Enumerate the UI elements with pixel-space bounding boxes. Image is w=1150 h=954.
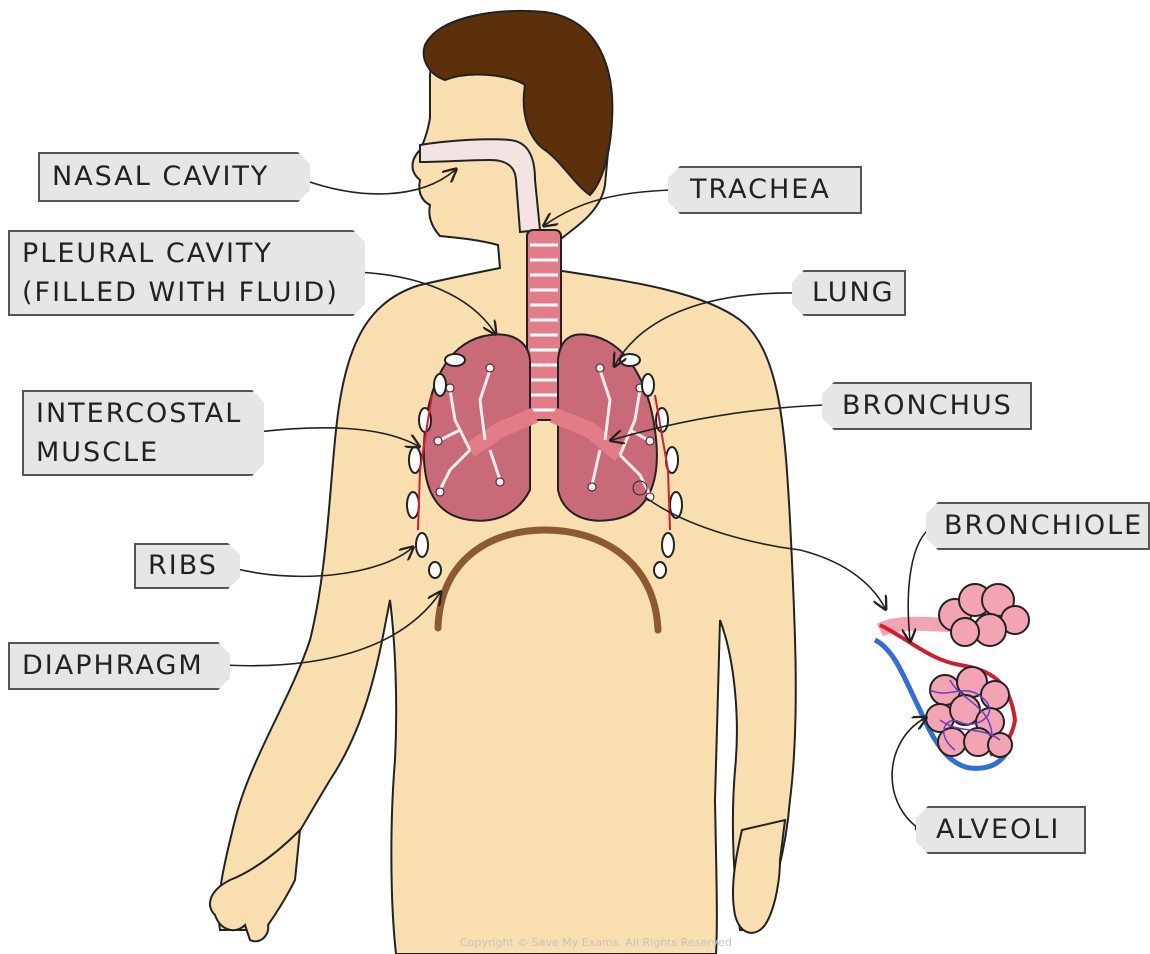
label-alveoli: ALVEOLI (916, 806, 1086, 854)
label-text: RIBS (148, 546, 218, 585)
label-text: (FILLED WITH FLUID) (22, 273, 339, 312)
label-trachea: TRACHEA (668, 166, 862, 214)
label-text: BRONCHIOLE (944, 506, 1143, 545)
right-hand (733, 820, 785, 933)
label-text: MUSCLE (36, 433, 242, 472)
label-intercostal-muscle: INTERCOSTAL MUSCLE (22, 390, 264, 476)
label-ribs: RIBS (134, 543, 240, 589)
label-bronchus: BRONCHUS (822, 382, 1032, 430)
label-text: ALVEOLI (936, 810, 1060, 849)
label-pleural-cavity: PLEURAL CAVITY (FILLED WITH FLUID) (8, 230, 365, 316)
alveoli-cluster-top (939, 584, 1029, 646)
label-text: DIAPHRAGM (22, 646, 204, 685)
label-text: LUNG (812, 273, 895, 312)
label-diaphragm: DIAPHRAGM (8, 642, 230, 690)
label-text: INTERCOSTAL (36, 394, 242, 433)
label-bronchiole: BRONCHIOLE (926, 502, 1150, 550)
label-lung: LUNG (792, 270, 906, 316)
label-text: PLEURAL CAVITY (22, 234, 339, 273)
label-nasal-cavity: NASAL CAVITY (38, 152, 310, 202)
label-text: BRONCHUS (842, 386, 1013, 425)
copyright-notice: Copyright © Save My Exams. All Rights Re… (460, 936, 732, 949)
label-text: TRACHEA (690, 170, 831, 209)
label-text: NASAL CAVITY (52, 157, 269, 196)
alveoli-inset (875, 584, 1029, 768)
